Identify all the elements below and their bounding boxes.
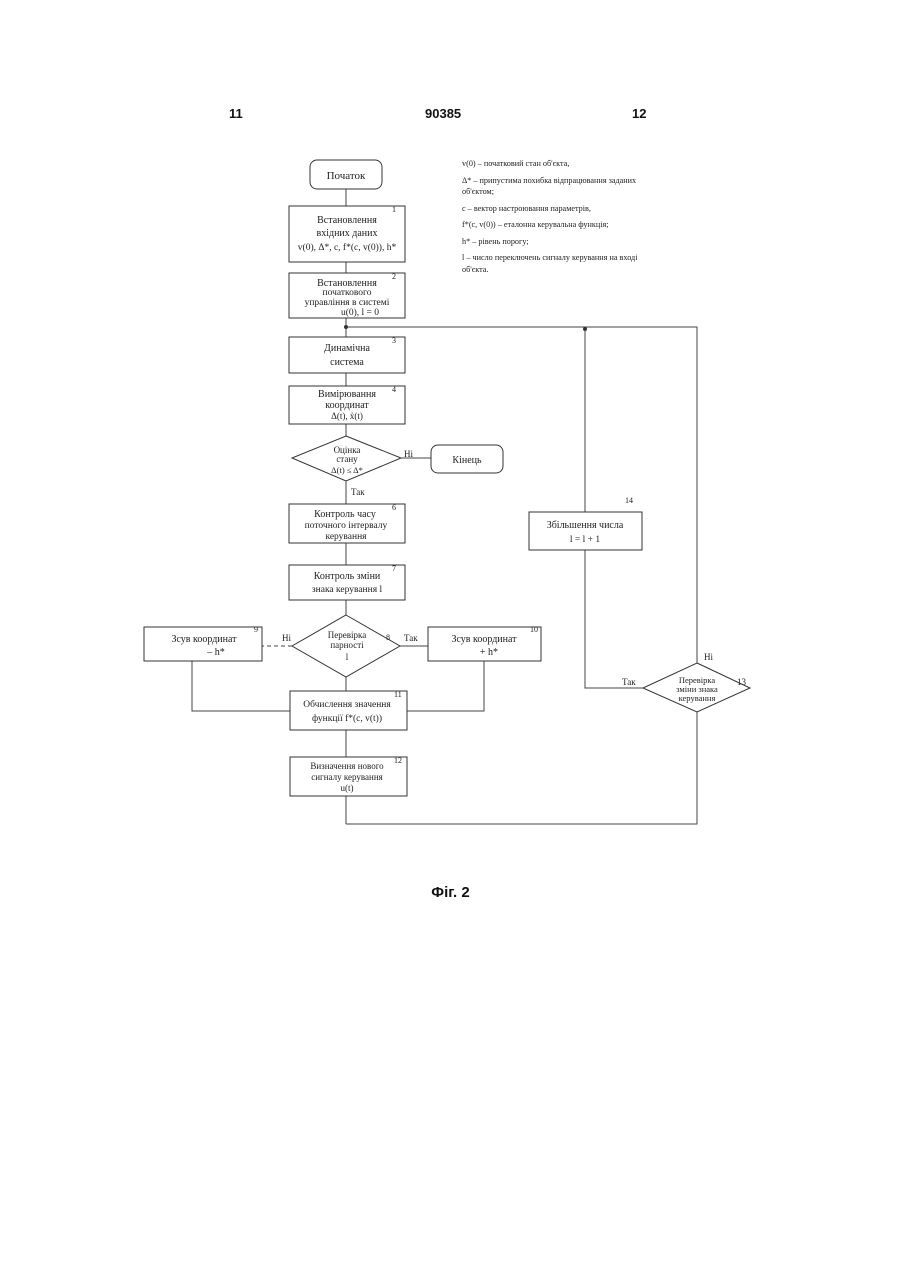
svg-text:поточного інтервалу: поточного інтервалу — [305, 521, 388, 531]
start-label: Початок — [327, 170, 366, 182]
svg-text:координат: координат — [325, 400, 369, 411]
svg-text:управління в системі: управління в системі — [305, 298, 390, 308]
svg-text:Визначення нового: Визначення нового — [310, 761, 384, 771]
svg-text:3: 3 — [392, 336, 396, 345]
yes-label: Так — [622, 677, 636, 687]
svg-text:Обчислення значення: Обчислення значення — [303, 699, 391, 710]
svg-text:10: 10 — [530, 625, 538, 634]
block-2: 2 Встановлення початкового управління в … — [289, 272, 405, 318]
end-terminal: Кінець — [431, 445, 503, 473]
svg-text:2: 2 — [392, 272, 396, 281]
svg-text:Зсув координат: Зсув координат — [171, 634, 237, 645]
svg-text:Встановлення: Встановлення — [317, 215, 377, 226]
svg-text:11: 11 — [394, 690, 402, 699]
svg-text:l = l + 1: l = l + 1 — [570, 535, 600, 545]
svg-text:Δ(t) ≤ Δ*: Δ(t) ≤ Δ* — [331, 465, 363, 475]
svg-text:7: 7 — [392, 564, 396, 573]
block-6: 6 Контроль часу поточного інтервалу керу… — [289, 503, 405, 543]
svg-text:u(t): u(t) — [341, 783, 354, 793]
svg-text:початкового: початкового — [323, 288, 372, 298]
svg-text:u(0), l = 0: u(0), l = 0 — [341, 307, 379, 318]
block-7: 7 Контроль зміни знака керування l — [289, 564, 405, 600]
svg-text:система: система — [330, 357, 364, 368]
start-terminal: Початок — [310, 160, 382, 189]
block-12: 12 Визначення нового сигналу керування u… — [290, 756, 407, 796]
svg-text:Збільшення числа: Збільшення числа — [547, 520, 624, 531]
no-label: Ні — [404, 449, 413, 459]
decision-13: Перевірка зміни знака керування 13 Ні Та… — [622, 652, 750, 712]
svg-text:Контроль зміни: Контроль зміни — [314, 571, 381, 582]
svg-text:Зсув координат: Зсув координат — [451, 634, 517, 645]
figure-caption: Фіг. 2 — [0, 884, 901, 901]
svg-text:Контроль часу: Контроль часу — [314, 509, 376, 520]
svg-text:парності: парності — [330, 640, 364, 650]
svg-text:Динамічна: Динамічна — [324, 343, 370, 354]
svg-text:13: 13 — [737, 677, 747, 687]
block-11: 11 Обчислення значення функції f*(c, v(t… — [290, 690, 407, 730]
svg-text:функції f*(c, v(t)): функції f*(c, v(t)) — [312, 713, 382, 724]
svg-text:знака керування l: знака керування l — [312, 585, 383, 595]
svg-text:стану: стану — [336, 454, 358, 464]
end-label: Кінець — [452, 455, 482, 466]
block-10: 10 Зсув координат + h* — [428, 625, 541, 661]
svg-text:– h*: – h* — [206, 647, 225, 658]
svg-text:4: 4 — [392, 385, 396, 394]
svg-text:9: 9 — [254, 625, 258, 634]
block-9: 9 Зсув координат – h* — [144, 625, 262, 661]
svg-text:керування: керування — [325, 532, 367, 542]
svg-text:Вимірювання: Вимірювання — [318, 389, 376, 400]
decision-5: Оцінка стану Δ(t) ≤ Δ* Ні Так — [292, 436, 413, 497]
svg-text:Δ(t), ẋ(t): Δ(t), ẋ(t) — [331, 411, 363, 421]
svg-text:8: 8 — [386, 633, 390, 642]
yes-label: Так — [404, 633, 418, 643]
svg-text:Перевірка: Перевірка — [328, 630, 366, 640]
no-label: Ні — [704, 652, 713, 662]
svg-text:v(0), Δ*, c, f*(c, v(0)), h*: v(0), Δ*, c, f*(c, v(0)), h* — [298, 242, 397, 253]
svg-text:керування: керування — [679, 693, 716, 703]
svg-text:+ h*: + h* — [480, 647, 498, 658]
svg-text:сигналу керування: сигналу керування — [311, 772, 383, 782]
svg-text:12: 12 — [394, 756, 402, 765]
svg-text:14: 14 — [625, 496, 633, 505]
block-4: 4 Вимірювання координат Δ(t), ẋ(t) — [289, 385, 405, 424]
decision-8: Перевірка парності l 8 Ні Так — [282, 615, 418, 677]
svg-text:1: 1 — [392, 205, 396, 214]
no-label: Ні — [282, 633, 291, 643]
svg-text:вхідних даних: вхідних даних — [316, 228, 377, 239]
yes-label: Так — [351, 487, 365, 497]
connector-lines — [192, 189, 697, 824]
block-3: 3 Динамічна система — [289, 336, 405, 373]
svg-text:6: 6 — [392, 503, 396, 512]
block-1: 1 Встановлення вхідних даних v(0), Δ*, c… — [289, 205, 405, 262]
